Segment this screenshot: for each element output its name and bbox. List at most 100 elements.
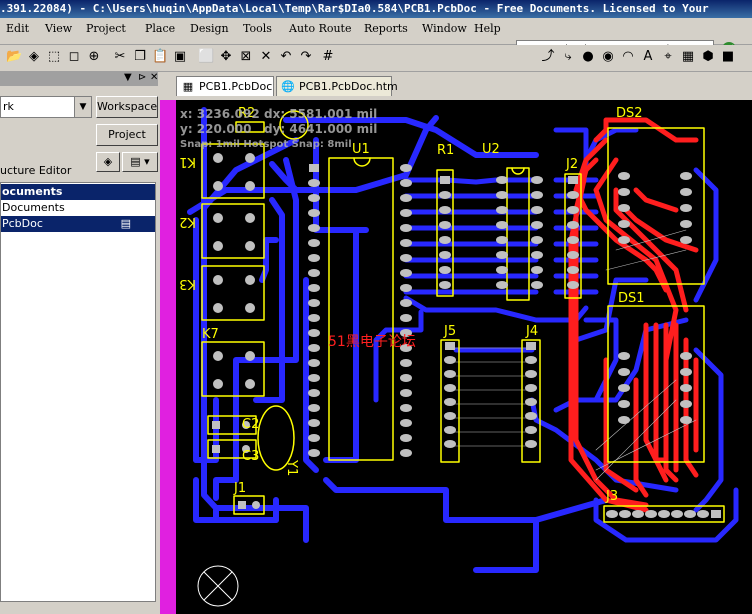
structure-editor-label: ucture Editor — [0, 164, 72, 177]
pad — [308, 344, 320, 352]
pad — [496, 221, 508, 229]
pad — [308, 254, 320, 262]
pad — [308, 269, 320, 277]
pad — [400, 329, 412, 337]
rubber-stamp-icon[interactable]: ▣ — [173, 49, 187, 64]
designator-y1: Y1 — [284, 459, 299, 476]
tab-pcbdoc[interactable]: ▦PCB1.PcbDoc — [176, 76, 274, 96]
interactive-route-icon[interactable]: ⤷ — [564, 49, 572, 64]
document-tabs: ▦PCB1.PcbDoc 🌐PCB1.PcbDoc.htm — [160, 72, 752, 100]
zoom-fit-icon[interactable]: ◻ — [68, 49, 80, 64]
via-icon[interactable]: ◉ — [602, 49, 614, 64]
pad — [531, 176, 543, 184]
designator-c3: C3 — [242, 449, 259, 464]
pad — [444, 426, 456, 434]
tree-row[interactable]: PcbDoc▤ — [1, 216, 155, 232]
clear-icon[interactable]: ✕ — [260, 49, 272, 64]
designator-ds2: DS2 — [616, 106, 643, 121]
menu-design[interactable]: Design — [190, 22, 229, 35]
menu-view[interactable]: View — [45, 22, 73, 35]
ratsnest — [453, 229, 697, 481]
paste-icon[interactable]: 📋 — [152, 49, 169, 64]
pad — [308, 299, 320, 307]
pad — [444, 398, 456, 406]
chevron-down-icon[interactable]: ▼ — [74, 97, 91, 117]
copy-icon[interactable]: ❐ — [134, 49, 146, 64]
pad — [439, 191, 451, 199]
pad — [658, 510, 670, 518]
pad — [400, 209, 412, 217]
menu-auto-route[interactable]: Auto Route — [289, 22, 352, 35]
pad — [697, 510, 709, 518]
menu-tools[interactable]: Tools — [243, 22, 272, 35]
pad — [400, 434, 412, 442]
pad — [308, 284, 320, 292]
route-icon[interactable]: ⤴ — [541, 49, 555, 64]
projects-panel: ▼ ⊳ ✕ rk ▼ Workspace Project ucture Edito… — [0, 72, 162, 614]
zoom-area-icon[interactable]: ⬚ — [47, 49, 61, 64]
menu-help[interactable]: Help — [474, 22, 501, 35]
pad — [308, 449, 320, 457]
workspace-combo-value: rk — [3, 100, 14, 113]
pad — [567, 251, 579, 259]
pad — [567, 236, 579, 244]
panel-header: ▼ ⊳ ✕ — [0, 72, 158, 86]
move-icon[interactable]: ✥ — [220, 49, 232, 64]
designator-u2: U2 — [482, 142, 500, 157]
pad — [444, 384, 456, 392]
pcb-canvas[interactable]: DS2 DS1 R1 U2 J2 U1 K1 K2 K3 K7 J5 J4 C2… — [176, 100, 752, 614]
pad — [618, 384, 630, 392]
tab-pcbdoc-htm[interactable]: 🌐PCB1.PcbDoc.htm — [276, 76, 398, 96]
pad — [618, 236, 630, 244]
pad — [440, 176, 450, 184]
coordinate-icon[interactable]: ⌖ — [664, 49, 672, 64]
pad — [400, 419, 412, 427]
undo-icon[interactable]: ↶ — [280, 49, 292, 64]
polygon-icon[interactable]: ⬢ — [702, 49, 714, 64]
pad — [525, 426, 537, 434]
tree-row[interactable]: Documents — [2, 201, 65, 214]
pad — [308, 434, 320, 442]
fill-icon[interactable]: ■ — [721, 49, 735, 64]
pad — [567, 266, 579, 274]
menu-window[interactable]: Window — [422, 22, 467, 35]
compile-icon[interactable]: ◈ — [96, 152, 120, 172]
select-area-icon[interactable]: ⬜ — [198, 49, 215, 64]
menu-reports[interactable]: Reports — [364, 22, 408, 35]
readout-y: y: 220.000 — [180, 122, 251, 136]
pad — [400, 449, 412, 457]
pad — [308, 419, 320, 427]
pin-icon[interactable]: ⊳ — [138, 72, 147, 83]
panel-menu-icon[interactable]: ▼ — [124, 72, 132, 83]
tree-row[interactable]: ocuments — [1, 184, 155, 200]
menu-edit[interactable]: Edit — [6, 22, 30, 35]
document-options-icon[interactable]: ▤ ▾ — [122, 152, 158, 172]
cross-probe-icon[interactable]: ⊕ — [88, 49, 100, 64]
designator-k7: K7 — [202, 327, 219, 342]
open-icon[interactable]: 📂 — [6, 49, 23, 64]
deselect-icon[interactable]: ⊠ — [240, 49, 252, 64]
menu-project[interactable]: Project — [86, 22, 126, 35]
grid-icon[interactable]: # — [322, 49, 334, 64]
menu-place[interactable]: Place — [145, 22, 176, 35]
pad-icon[interactable]: ● — [582, 49, 594, 64]
workspace-combo[interactable]: rk ▼ — [0, 96, 92, 118]
silkscreen — [197, 110, 725, 607]
arc-icon[interactable]: ◠ — [622, 49, 634, 64]
readout-dx: dx: 5581.001 mil — [264, 107, 377, 121]
component-icon[interactable]: ▦ — [681, 49, 695, 64]
document-icon: ▤ — [120, 217, 131, 230]
window-title: .391.22084) - C:\Users\huqin\AppData\Loc… — [0, 2, 709, 15]
redo-icon[interactable]: ↷ — [300, 49, 312, 64]
pad — [525, 370, 537, 378]
project-button[interactable]: Project — [96, 124, 158, 146]
ic-pads — [308, 164, 721, 518]
layer-icon[interactable]: ◈ — [29, 49, 39, 64]
string-icon[interactable]: A — [643, 49, 653, 64]
pad — [531, 221, 543, 229]
pad — [496, 176, 508, 184]
pad — [531, 191, 543, 199]
workspace-button[interactable]: Workspace — [96, 96, 158, 118]
close-icon[interactable]: ✕ — [150, 72, 159, 83]
cut-icon[interactable]: ✂ — [114, 49, 126, 64]
